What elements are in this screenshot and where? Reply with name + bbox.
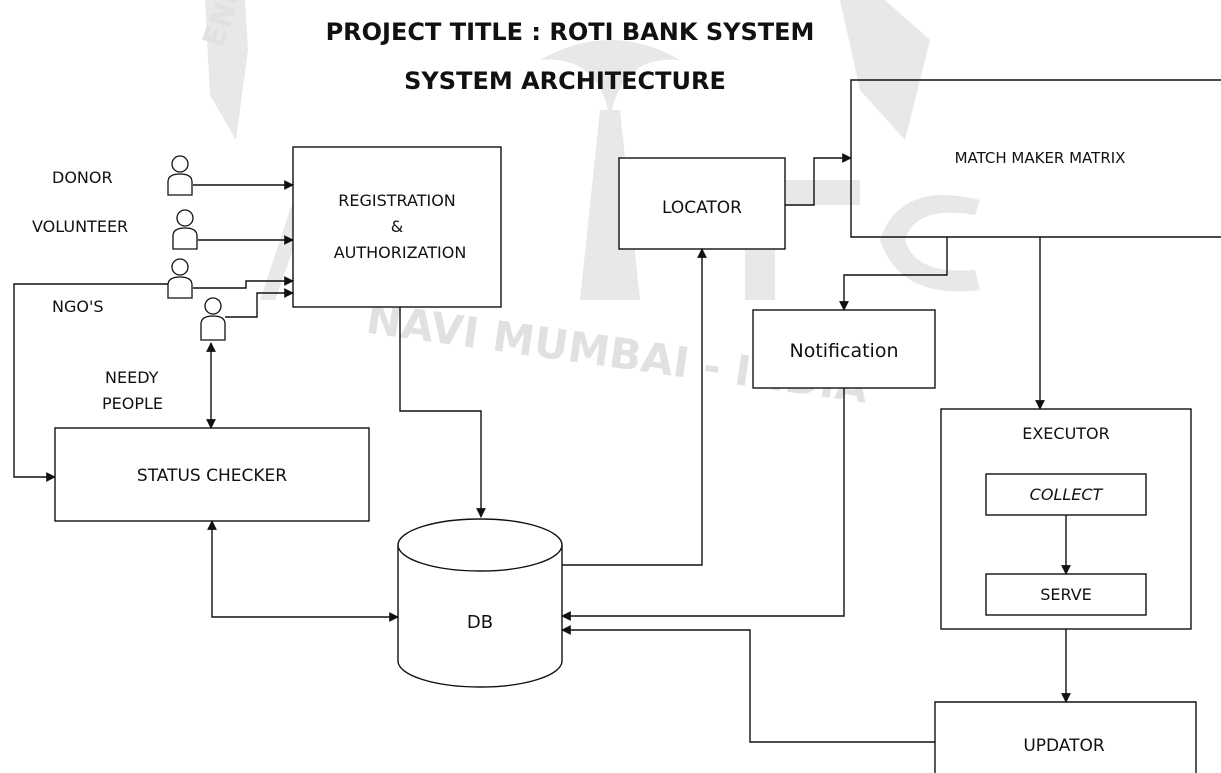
actor-label-ngo: NGO'S [52, 297, 104, 316]
person-icon [172, 259, 188, 275]
page-title: PROJECT TITLE : ROTI BANK SYSTEM [326, 18, 815, 46]
arrow-updator-to-db [562, 630, 935, 742]
actor-needy-people: NEEDY PEOPLE [102, 298, 225, 413]
actor-volunteer: VOLUNTEER [32, 210, 197, 249]
actor-label-volunteer: VOLUNTEER [32, 217, 128, 236]
registration-authorization-box: REGISTRATION & AUTHORIZATION [293, 147, 501, 307]
notification-box: Notification [753, 310, 935, 388]
actor-ngo: NGO'S [52, 259, 192, 316]
match-maker-label: MATCH MAKER MATRIX [955, 149, 1126, 167]
registration-label-line1: REGISTRATION [338, 191, 456, 210]
status-checker-label: STATUS CHECKER [137, 466, 287, 486]
actor-donor: DONOR [52, 156, 192, 195]
locator-box: LOCATOR [619, 158, 785, 249]
arrow-needy-to-registration [225, 293, 293, 317]
person-icon [177, 210, 193, 226]
watermark-arc-right [840, 0, 930, 140]
registration-label-line2: & [391, 217, 403, 236]
arrow-notification-to-db [562, 388, 844, 616]
updator-label: UPDATOR [1023, 736, 1105, 756]
person-icon [205, 298, 221, 314]
watermark-letter-c [880, 195, 980, 291]
actor-label-donor: DONOR [52, 168, 113, 187]
page-subtitle: SYSTEM ARCHITECTURE [404, 67, 726, 95]
collect-label: COLLECT [1030, 485, 1104, 504]
registration-label-line3: AUTHORIZATION [334, 243, 467, 262]
executor-label: EXECUTOR [1022, 424, 1110, 443]
arrow-status-checker-db [212, 521, 398, 617]
updator-box: UPDATOR [935, 702, 1196, 773]
database-cylinder: DB [398, 519, 562, 687]
person-icon [172, 156, 188, 172]
serve-label: SERVE [1040, 585, 1092, 604]
actor-label-needy-line1: NEEDY [105, 368, 159, 387]
notification-label: Notification [789, 340, 898, 362]
status-checker-box: STATUS CHECKER [55, 428, 369, 521]
db-label: DB [467, 612, 493, 633]
actor-label-needy-line2: PEOPLE [102, 394, 163, 413]
locator-label: LOCATOR [662, 198, 742, 218]
